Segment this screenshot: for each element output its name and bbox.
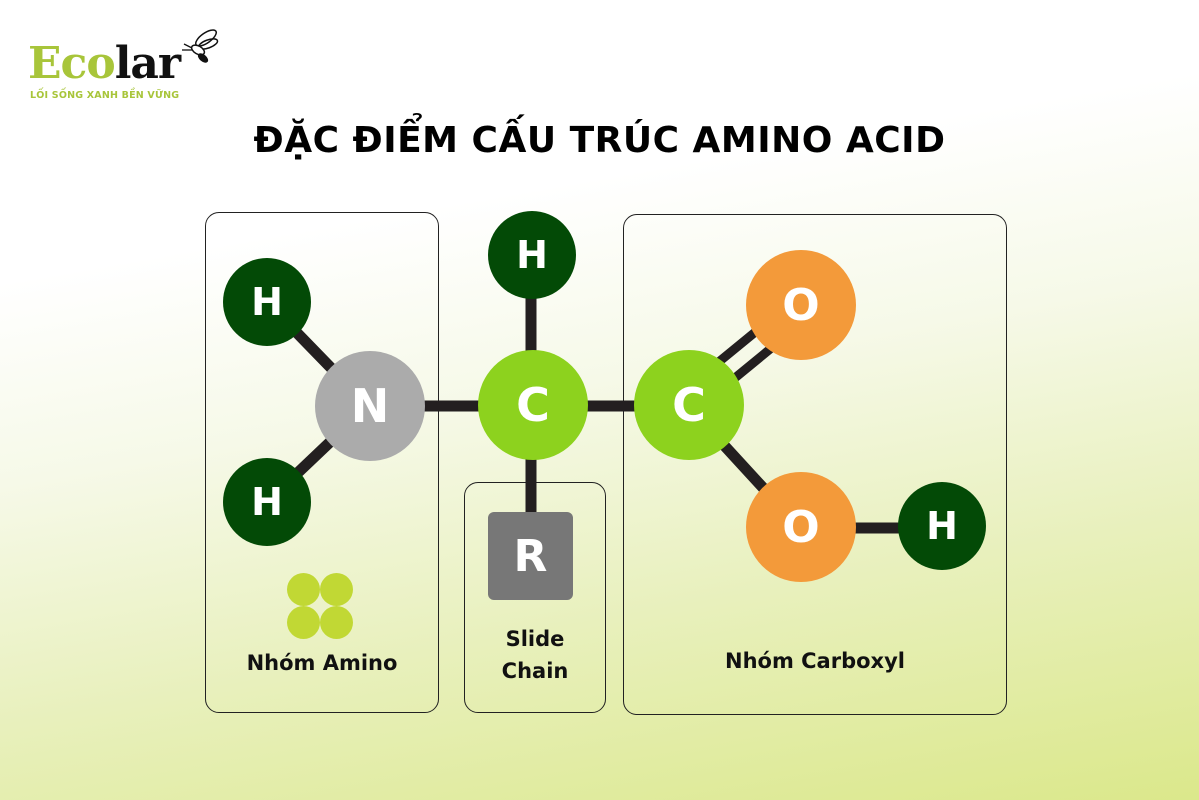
amino-hydrogen-top: H: [223, 258, 311, 346]
hydroxyl-oxygen-atom: O: [746, 472, 856, 582]
carboxyl-group-label: Nhóm Carboxyl: [725, 649, 905, 673]
amino-hydrogen-bottom: H: [223, 458, 311, 546]
carboxyl-carbon-atom: C: [634, 350, 744, 460]
ecolar-logo: Ecolar LỐI SỐNG XANH BỀN VỮNG: [28, 28, 219, 108]
alpha-carbon-atom: C: [478, 350, 588, 460]
carboxyl-group-box: [623, 214, 1007, 715]
bee-icon: [182, 29, 219, 63]
amino-group-label: Nhóm Amino: [246, 651, 398, 675]
amino-group-box: [205, 212, 439, 713]
side-chain-label: Slide Chain: [501, 627, 569, 683]
page-title: ĐẶC ĐIỂM CẤU TRÚC AMINO ACID: [253, 120, 946, 161]
clover-icon: [287, 573, 353, 639]
hydroxyl-hydrogen: H: [898, 482, 986, 570]
nitrogen-atom: N: [315, 351, 425, 461]
side-chain-r: R: [488, 512, 573, 600]
carbonyl-oxygen-atom: O: [746, 250, 856, 360]
logo-tagline: LỐI SỐNG XANH BỀN VỮNG: [30, 90, 180, 101]
alpha-hydrogen: H: [488, 211, 576, 299]
logo-wordmark: Ecolar: [28, 38, 181, 89]
